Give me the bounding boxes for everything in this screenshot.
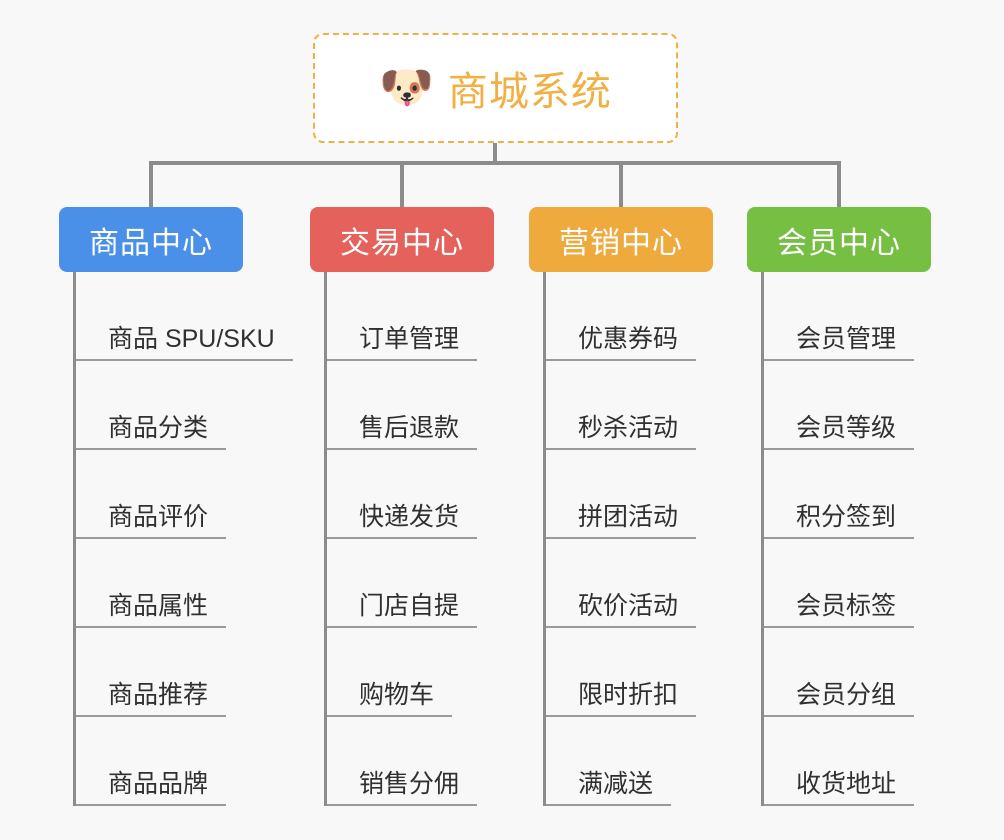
- list-item[interactable]: 商品分类: [76, 361, 243, 450]
- branch-items-marketing-center: 优惠券码 秒杀活动 拼团活动 砍价活动 限时折扣 满减送: [543, 272, 713, 806]
- list-item-label: 商品 SPU/SKU: [76, 325, 293, 361]
- list-item[interactable]: 会员等级: [764, 361, 931, 450]
- list-item-label: 商品品牌: [76, 770, 227, 806]
- list-item-label: 销售分佣: [327, 770, 478, 806]
- list-item[interactable]: 优惠券码: [546, 272, 713, 361]
- list-item-label: 商品属性: [76, 592, 227, 628]
- branch-member-center: 会员中心 会员管理 会员等级 积分签到 会员标签 会员分组 收货地址: [747, 207, 931, 806]
- branch-items-product-center: 商品 SPU/SKU 商品分类 商品评价 商品属性 商品推荐 商品品牌: [73, 272, 293, 806]
- list-item-label: 积分签到: [764, 503, 915, 539]
- root-node-mall-system[interactable]: 🐶 商城系统: [313, 33, 678, 143]
- list-item[interactable]: 销售分佣: [327, 717, 494, 806]
- list-item-label: 会员标签: [764, 592, 915, 628]
- branch-header-product-center[interactable]: 商品中心: [59, 207, 243, 272]
- shiba-dog-face-icon: 🐶: [379, 63, 434, 112]
- list-item[interactable]: 门店自提: [327, 539, 494, 628]
- list-item-label: 拼团活动: [546, 503, 697, 539]
- branch-header-marketing-center[interactable]: 营销中心: [529, 207, 713, 272]
- list-item-label: 收货地址: [764, 770, 915, 806]
- list-item-label: 售后退款: [327, 414, 478, 450]
- list-item[interactable]: 限时折扣: [546, 628, 713, 717]
- root-node-title: 商城系统: [447, 70, 612, 114]
- branch-items-trade-center: 订单管理 售后退款 快递发货 门店自提 购物车 销售分佣: [324, 272, 494, 806]
- branch-trade-center: 交易中心 订单管理 售后退款 快递发货 门店自提 购物车 销售分佣: [310, 207, 494, 806]
- branch-product-center: 商品中心 商品 SPU/SKU 商品分类 商品评价 商品属性 商品推荐 商品品牌: [59, 207, 293, 806]
- list-item[interactable]: 商品 SPU/SKU: [76, 272, 293, 361]
- list-item-label: 砍价活动: [546, 592, 697, 628]
- connector-drop-member-center: [837, 161, 841, 208]
- list-item[interactable]: 商品推荐: [76, 628, 243, 717]
- list-item-label: 限时折扣: [546, 681, 697, 717]
- list-item[interactable]: 会员标签: [764, 539, 931, 628]
- list-item[interactable]: 售后退款: [327, 361, 494, 450]
- list-item-label: 商品分类: [76, 414, 227, 450]
- list-item-label: 优惠券码: [546, 325, 697, 361]
- connector-drop-marketing-center: [619, 161, 623, 208]
- branch-header-member-center[interactable]: 会员中心: [747, 207, 931, 272]
- list-item-label: 商品推荐: [76, 681, 227, 717]
- list-item[interactable]: 商品属性: [76, 539, 243, 628]
- branch-items-member-center: 会员管理 会员等级 积分签到 会员标签 会员分组 收货地址: [761, 272, 931, 806]
- list-item-label: 会员管理: [764, 325, 915, 361]
- list-item-label: 商品评价: [76, 503, 227, 539]
- connector-horizontal-bus: [149, 161, 839, 165]
- connector-root-stem: [493, 143, 497, 165]
- connector-drop-product-center: [149, 161, 153, 208]
- list-item[interactable]: 满减送: [546, 717, 713, 806]
- branch-marketing-center: 营销中心 优惠券码 秒杀活动 拼团活动 砍价活动 限时折扣 满减送: [529, 207, 713, 806]
- list-item-label: 订单管理: [327, 325, 478, 361]
- list-item-label: 购物车: [327, 681, 453, 717]
- list-item[interactable]: 订单管理: [327, 272, 494, 361]
- list-item-label: 快递发货: [327, 503, 478, 539]
- list-item[interactable]: 商品评价: [76, 450, 243, 539]
- list-item[interactable]: 会员分组: [764, 628, 931, 717]
- list-item-label: 秒杀活动: [546, 414, 697, 450]
- list-item-label: 门店自提: [327, 592, 478, 628]
- list-item[interactable]: 砍价活动: [546, 539, 713, 628]
- list-item-label: 会员分组: [764, 681, 915, 717]
- list-item[interactable]: 会员管理: [764, 272, 931, 361]
- list-item[interactable]: 积分签到: [764, 450, 931, 539]
- list-item[interactable]: 收货地址: [764, 717, 931, 806]
- list-item[interactable]: 拼团活动: [546, 450, 713, 539]
- list-item[interactable]: 快递发货: [327, 450, 494, 539]
- list-item[interactable]: 购物车: [327, 628, 494, 717]
- list-item-label: 满减送: [546, 770, 672, 806]
- list-item-label: 会员等级: [764, 414, 915, 450]
- list-item[interactable]: 商品品牌: [76, 717, 243, 806]
- list-item[interactable]: 秒杀活动: [546, 361, 713, 450]
- connector-drop-trade-center: [400, 161, 404, 208]
- branch-header-trade-center[interactable]: 交易中心: [310, 207, 494, 272]
